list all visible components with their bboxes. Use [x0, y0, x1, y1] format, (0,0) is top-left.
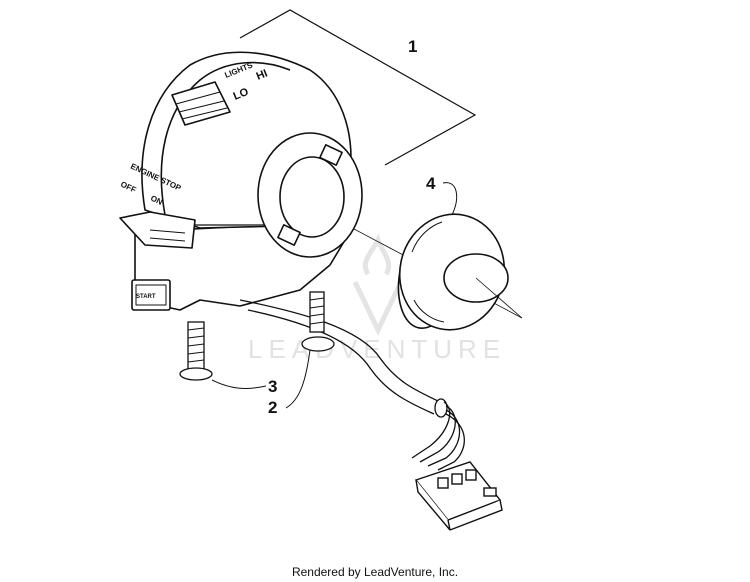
wire-connector — [414, 461, 503, 531]
callout-3: 3 — [268, 377, 277, 396]
watermark-logo — [352, 233, 404, 336]
engine-stop-rocker — [119, 211, 196, 249]
start-button — [131, 279, 171, 311]
footer-credit: Rendered by LeadVenture, Inc. — [291, 565, 459, 579]
wire-harness — [239, 299, 465, 471]
leadventure-watermark: LEADVENTURE — [248, 233, 506, 364]
screw-right-part-2 — [301, 291, 335, 352]
grommet-part-4 — [397, 213, 509, 331]
callout-4-leader — [442, 182, 458, 216]
start-label: START — [136, 294, 156, 300]
watermark-text: LEADVENTURE — [248, 334, 506, 364]
callout-2-leader — [285, 349, 311, 409]
switch-housing-part-1 — [119, 51, 363, 311]
handlebar-bore-inner — [279, 156, 345, 238]
hi-label: HI — [255, 68, 270, 83]
off-label: OFF — [119, 180, 137, 195]
screw-left-part-3 — [179, 321, 213, 381]
callout-2: 2 — [268, 398, 277, 417]
callout-1-leader — [239, 9, 477, 166]
callout-1: 1 — [408, 37, 417, 56]
callout-3-leader — [211, 379, 267, 389]
lo-label: LO — [232, 86, 251, 103]
housing-inner-dome — [160, 61, 291, 216]
callout-4: 4 — [426, 174, 436, 193]
